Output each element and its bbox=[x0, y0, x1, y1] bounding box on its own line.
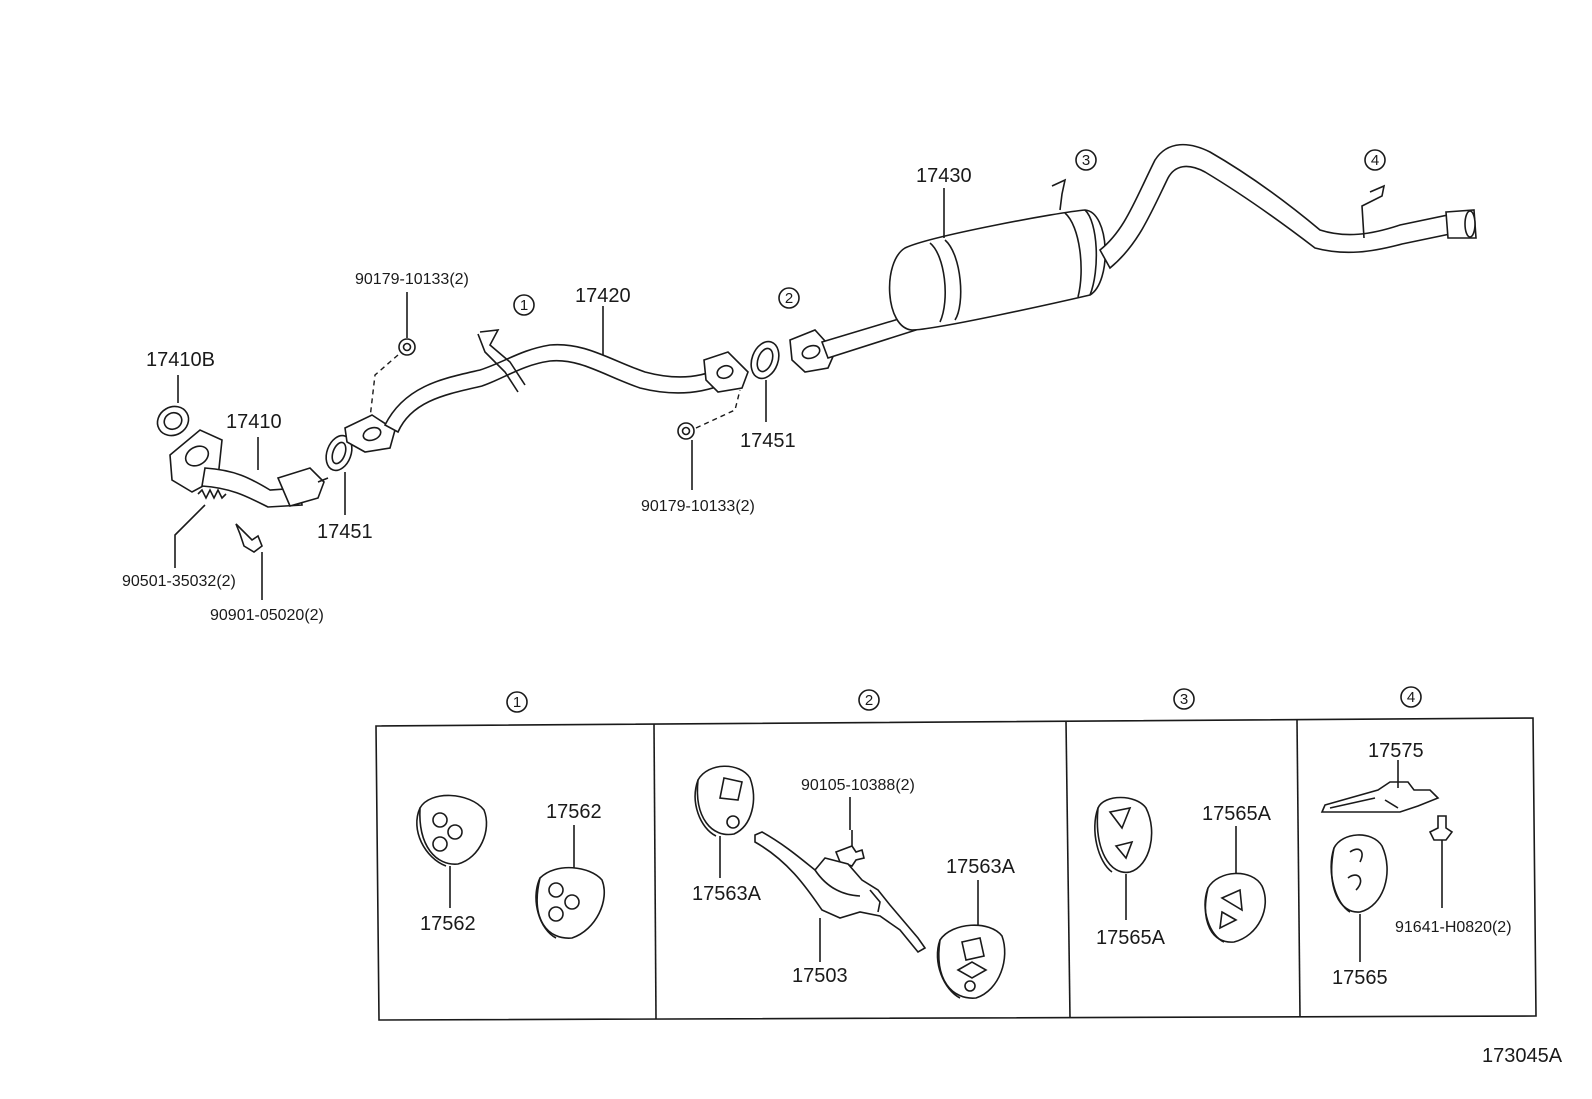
callout-3-upper: 3 bbox=[1075, 149, 1097, 171]
callout-1-upper: 1 bbox=[513, 294, 535, 316]
detail-panels-frame bbox=[375, 717, 1537, 1021]
hanger-17565A-b bbox=[1204, 872, 1267, 943]
label-17565A-a: 17565A bbox=[1096, 927, 1166, 949]
bolt-91641 bbox=[1428, 815, 1454, 841]
hanger-17563A-b bbox=[936, 924, 1006, 999]
front-pipe-17410 bbox=[169, 429, 329, 508]
hanger-17562-b bbox=[535, 866, 606, 939]
svg-text:4: 4 bbox=[1407, 689, 1415, 706]
callout-2-upper: 2 bbox=[778, 287, 800, 309]
label-90179-bottom: 90179-10133(2) bbox=[641, 498, 755, 515]
svg-text:3: 3 bbox=[1082, 152, 1090, 169]
gasket-17451-right bbox=[750, 340, 780, 380]
hanger-17565A-a bbox=[1094, 796, 1153, 874]
label-90105: 90105-10388(2) bbox=[801, 777, 915, 794]
label-90501: 90501-35032(2) bbox=[122, 573, 236, 590]
label-17562-b: 17562 bbox=[546, 801, 602, 823]
label-17503: 17503 bbox=[792, 965, 848, 987]
label-17420: 17420 bbox=[575, 285, 631, 307]
label-17563A-b: 17563A bbox=[946, 856, 1016, 878]
svg-text:2: 2 bbox=[785, 290, 793, 307]
label-17565A-b: 17565A bbox=[1202, 803, 1272, 825]
spring-bolt-90501 bbox=[197, 488, 227, 500]
svg-text:1: 1 bbox=[513, 694, 521, 711]
label-17451-left: 17451 bbox=[317, 521, 373, 543]
label-91641: 91641-H0820(2) bbox=[1395, 919, 1512, 936]
nut-90179-bottom bbox=[677, 422, 695, 440]
panel-callout-1: 1 bbox=[506, 691, 528, 713]
hanger-17565 bbox=[1330, 834, 1388, 913]
callout-4-upper: 4 bbox=[1364, 149, 1386, 171]
label-17562-a: 17562 bbox=[420, 913, 476, 935]
label-17410B: 17410B bbox=[146, 349, 215, 371]
label-17575: 17575 bbox=[1368, 740, 1424, 762]
bolt-90901 bbox=[235, 523, 263, 553]
bracket-17575 bbox=[1320, 781, 1440, 813]
label-90901: 90901-05020(2) bbox=[210, 607, 324, 624]
panel-callout-2: 2 bbox=[858, 689, 880, 711]
svg-text:1: 1 bbox=[520, 297, 528, 314]
label-17563A-a: 17563A bbox=[692, 883, 762, 905]
gasket-17451-left bbox=[325, 434, 353, 472]
label-17430: 17430 bbox=[916, 165, 972, 187]
gasket-17410B bbox=[156, 405, 190, 437]
hanger-17563A-a bbox=[694, 765, 755, 837]
label-90179-top: 90179-10133(2) bbox=[355, 271, 469, 288]
figure-code: 173045A bbox=[1482, 1045, 1563, 1067]
svg-text:2: 2 bbox=[865, 692, 873, 709]
svg-text:4: 4 bbox=[1371, 152, 1379, 169]
nut-90179-top bbox=[398, 338, 416, 356]
panel-callout-3: 3 bbox=[1173, 688, 1195, 710]
bolt-90105 bbox=[834, 830, 865, 867]
panel-callout-4: 4 bbox=[1400, 686, 1422, 708]
label-17410: 17410 bbox=[226, 411, 282, 433]
hanger-17562-a bbox=[416, 794, 488, 867]
center-pipe-17420 bbox=[344, 329, 749, 453]
label-17565: 17565 bbox=[1332, 967, 1388, 989]
bracket-17503 bbox=[754, 831, 927, 954]
label-17451-right: 17451 bbox=[740, 430, 796, 452]
svg-text:3: 3 bbox=[1180, 691, 1188, 708]
muffler-tailpipe-17430 bbox=[789, 143, 1477, 373]
